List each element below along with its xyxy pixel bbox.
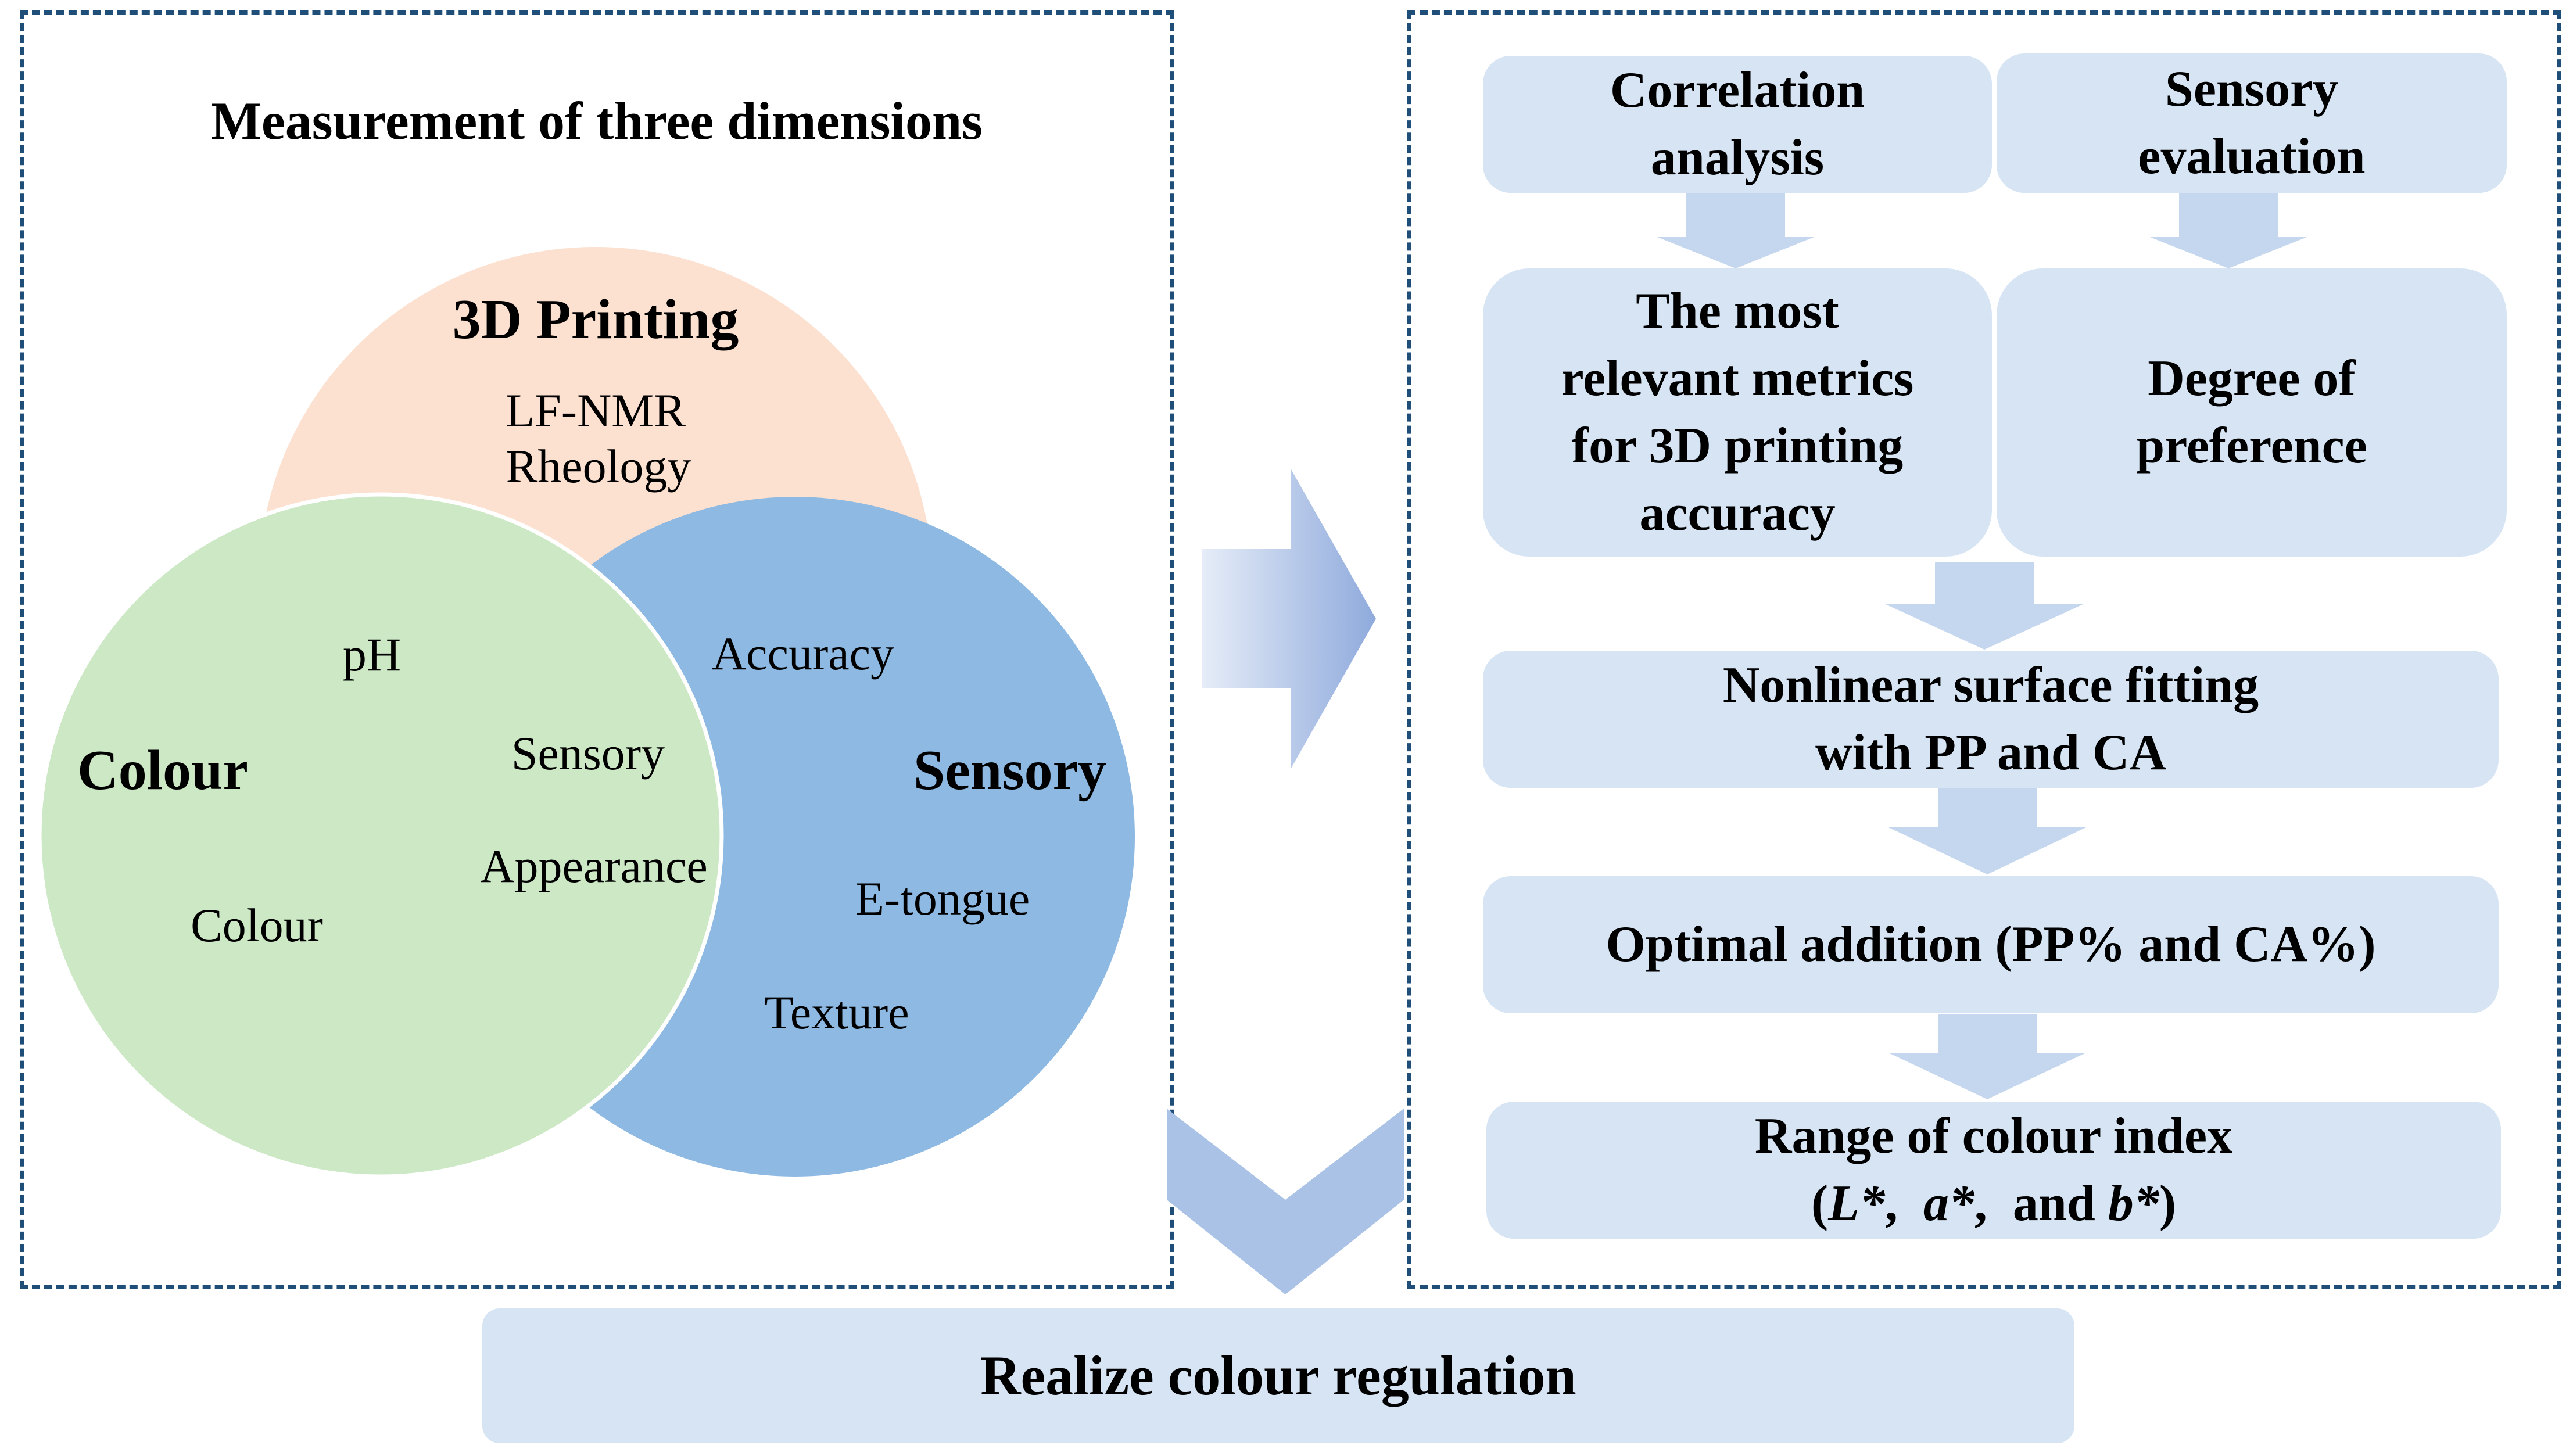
- bottom-text: Realize colour regulation: [980, 1344, 1576, 1407]
- correlation-analysis-box: Correlation analysis: [1483, 56, 1992, 193]
- printing-item-rheology: Rheology: [506, 440, 691, 493]
- overlap-item-sensory: Sensory: [511, 727, 665, 780]
- sensory-evaluation-box: Sensory evaluation: [1997, 53, 2507, 193]
- range-line1: Range of colour index: [1754, 1108, 2233, 1164]
- optimal-addition-box: Optimal addition (PP% and CA%): [1483, 876, 2499, 1013]
- range-l-star: L*: [1828, 1175, 1885, 1232]
- arrow-optimal-to-range-icon: [1888, 1014, 2086, 1099]
- colour-item-ph: pH: [343, 628, 401, 681]
- range-a-star: a*: [1923, 1175, 1974, 1232]
- workflow-panel: [1407, 10, 2561, 1289]
- colour-item-colour: Colour: [191, 899, 323, 952]
- down-chevron-icon: [1167, 1109, 1404, 1294]
- measurement-panel: [20, 10, 1174, 1289]
- printing-item-lfnmr: LF-NMR: [506, 384, 686, 437]
- printing-label: 3D Printing: [453, 288, 739, 351]
- range-line2: (L*, a*, and b*): [1755, 1170, 2232, 1238]
- colour-index-range-box: Range of colour index (L*, a*, and b*): [1486, 1102, 2501, 1239]
- metrics-line1: The most: [1636, 283, 1839, 339]
- range-open-paren: (: [1811, 1175, 1829, 1232]
- correlation-line1: Correlation: [1610, 62, 1865, 119]
- surface-fitting-box: Nonlinear surface fitting with PP and CA: [1483, 651, 2499, 788]
- relevant-metrics-box: The most relevant metrics for 3D printin…: [1483, 268, 1992, 557]
- sensory-item-texture: Texture: [764, 986, 909, 1039]
- overlap-item-appearance: Appearance: [480, 840, 708, 892]
- fitting-line2: with PP and CA: [1815, 725, 2166, 781]
- range-b-star: b*: [2108, 1175, 2159, 1232]
- range-sep2: , and: [1974, 1175, 2108, 1232]
- optimal-text: Optimal addition (PP% and CA%): [1606, 916, 2376, 973]
- sensory-label: Sensory: [913, 739, 1106, 802]
- fitting-line1: Nonlinear surface fitting: [1722, 657, 2259, 713]
- preference-line2: preference: [2136, 418, 2367, 474]
- arrow-fitting-to-optimal-icon: [1888, 788, 2086, 874]
- range-sep1: ,: [1884, 1175, 1923, 1232]
- metrics-line4: accuracy: [1639, 485, 1836, 541]
- preference-line1: Degree of: [2148, 350, 2356, 407]
- metrics-line3: for 3D printing: [1571, 418, 1904, 474]
- arrow-correlation-to-metrics-icon: [1657, 192, 1814, 268]
- colour-circle: [37, 492, 724, 1179]
- right-arrow-icon: [1202, 469, 1376, 768]
- correlation-line2: analysis: [1650, 130, 1825, 186]
- degree-of-preference-box: Degree of preference: [1997, 268, 2507, 557]
- colour-label: Colour: [77, 739, 248, 802]
- sensory-item-accuracy: Accuracy: [712, 627, 894, 680]
- arrow-sensory-to-preference-icon: [2150, 192, 2307, 268]
- range-close-paren: ): [2159, 1175, 2177, 1232]
- arrow-metrics-to-fitting-icon: [1886, 562, 2083, 650]
- metrics-line2: relevant metrics: [1561, 350, 1914, 407]
- measurement-title: Measurement of three dimensions: [211, 91, 983, 150]
- sensory-eval-line1: Sensory: [2165, 61, 2339, 117]
- sensory-item-etongue: E-tongue: [855, 872, 1030, 925]
- sensory-eval-line2: evaluation: [2138, 128, 2366, 185]
- realize-colour-regulation-box: Realize colour regulation: [482, 1308, 2074, 1443]
